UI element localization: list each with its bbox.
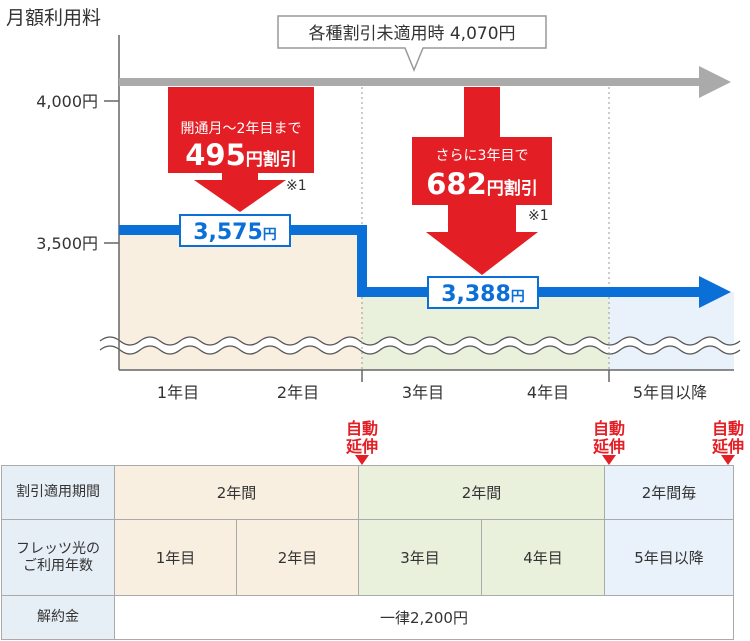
price-label-box-2 — [427, 276, 539, 309]
renewal-mark-1-line1: 自動 — [346, 419, 378, 438]
x-category-label: 2年目 — [277, 383, 319, 402]
renewal-mark-2-triangle — [602, 455, 616, 465]
renewal-mark-1-triangle — [355, 455, 369, 465]
table-cell: 3年目 — [358, 519, 482, 596]
x-category-label: 5年目以降 — [633, 383, 707, 402]
renewal-mark-2-line1: 自動 — [593, 419, 625, 438]
renewal-mark-3-triangle — [721, 455, 735, 465]
table-row-cancellation-fee: 解約金 一律2,200円 — [1, 595, 734, 640]
discount-1-line1: 開通月〜2年目まで — [181, 121, 302, 137]
table-row-usage-years: フレッツ光の ご利用年数 1年目 2年目 3年目 4年目 5年目以降 — [1, 519, 734, 596]
row-header-line: フレッツ光の — [16, 540, 100, 557]
price-label-1: 3,575円 — [193, 220, 277, 245]
row-header: 割引適用期間 — [1, 465, 115, 520]
y-axis-title: 月額利用料 — [6, 7, 101, 29]
discount-2-line1: さらに3年目で — [436, 148, 529, 164]
renewal-mark-3-line2: 延伸 — [711, 437, 744, 456]
table-cell: 一律2,200円 — [114, 595, 734, 640]
discount-1-note: ※1 — [286, 178, 307, 194]
contract-table: 割引適用期間 2年間 2年間 2年間毎 フレッツ光の ご利用年数 1年目 2年目… — [1, 465, 734, 640]
axis-break-line-top — [99, 336, 741, 346]
axis-break-line-bottom — [99, 345, 741, 355]
x-category-label: 3年目 — [402, 383, 444, 402]
discount-arrow-2 — [412, 87, 552, 275]
x-category-label: 4年目 — [527, 383, 569, 402]
row-header: フレッツ光の ご利用年数 — [1, 519, 115, 596]
price-label-2: 3,388円 — [441, 282, 525, 307]
table-cell: 5年目以降 — [604, 519, 734, 596]
table-row-discount-period: 割引適用期間 2年間 2年間 2年間毎 — [1, 465, 734, 520]
base-price-label: 各種割引未適用時 4,070円 — [308, 24, 515, 44]
renewal-mark-2-line2: 延伸 — [592, 437, 625, 456]
price-label-box-1 — [179, 214, 291, 247]
discount-1-amount: 495円割引 — [185, 138, 297, 172]
table-cell: 4年目 — [481, 519, 605, 596]
pricing-chart: 月額利用料 4,000円 3,500円 1年目 2年目 3年目 4年目 5年目以… — [6, 7, 744, 465]
discount-arrow-1 — [168, 87, 314, 212]
base-price-callout — [277, 15, 547, 72]
renewal-mark-1-line2: 延伸 — [345, 437, 378, 456]
row-header: 解約金 — [1, 595, 115, 640]
discount-2-note: ※1 — [528, 208, 549, 224]
table-cell: 2年目 — [236, 519, 359, 596]
band-year-5-plus — [609, 292, 734, 370]
table-cell: 2年間毎 — [604, 465, 734, 520]
discount-2-amount: 682円割引 — [426, 167, 538, 201]
row-header-line: ご利用年数 — [23, 557, 93, 574]
price-series-arrowhead — [699, 276, 731, 308]
table-cell: 2年間 — [358, 465, 605, 520]
base-price-arrowhead — [699, 66, 731, 98]
y-tick-label: 4,000円 — [36, 92, 98, 111]
discount-arrow-1-top — [222, 87, 258, 113]
renewal-mark-3-line1: 自動 — [712, 419, 744, 438]
table-cell: 1年目 — [114, 519, 237, 596]
y-tick-label: 3,500円 — [36, 234, 98, 253]
table-cell: 2年間 — [114, 465, 359, 520]
x-category-label: 1年目 — [157, 383, 199, 402]
